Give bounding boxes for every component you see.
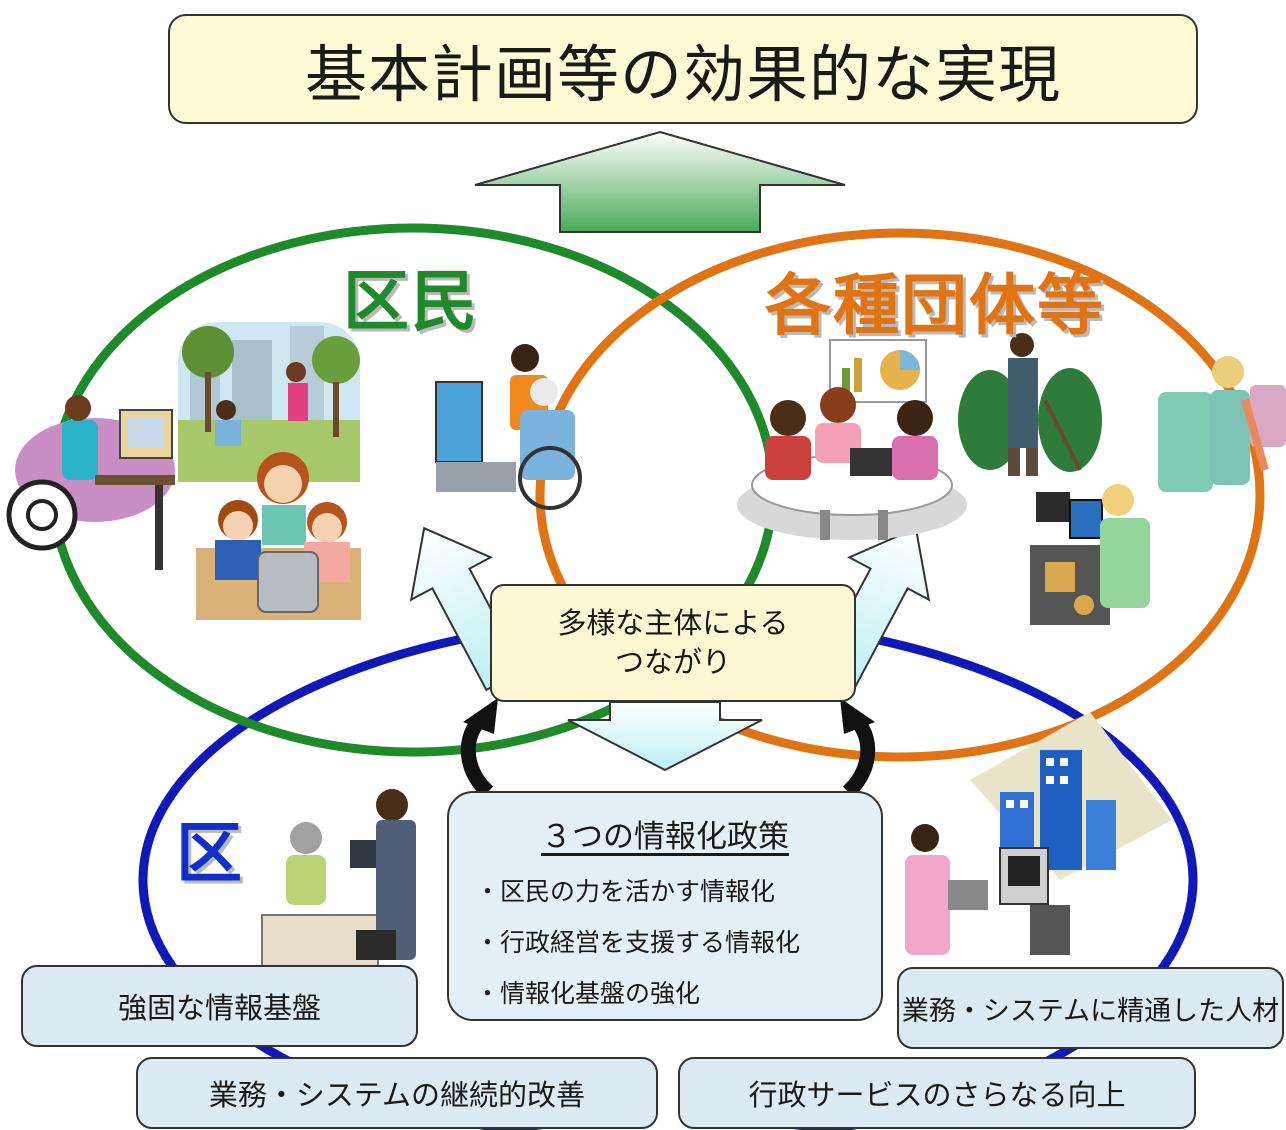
cashier-register-illustration bbox=[1030, 484, 1150, 625]
organizations-label: 各種団体等 bbox=[765, 267, 1105, 344]
goal-title: 基本計画等の効果的な実現 bbox=[168, 14, 1198, 124]
connection-box: 多様な主体による つながり bbox=[490, 584, 856, 702]
robust-infrastructure-box: 強固な情報基盤 bbox=[21, 965, 418, 1047]
children-at-computer-illustration bbox=[196, 452, 361, 620]
continuous-improvement-box: 業務・システムの継続的改善 bbox=[136, 1057, 658, 1129]
organizations-circle bbox=[535, 228, 1265, 762]
office-worker-building-illustration bbox=[905, 712, 1172, 955]
ward-office-counter-illustration bbox=[261, 789, 416, 968]
park-tree-planting-illustration bbox=[178, 322, 360, 482]
wheelchair-computer-user-illustration bbox=[6, 395, 175, 570]
connection-line-2: つながり bbox=[614, 645, 731, 679]
policy-item: 行政経営を支援する情報化 bbox=[475, 917, 881, 968]
curved-arrow-left-icon bbox=[460, 717, 494, 798]
up-arrow-icon bbox=[474, 130, 846, 233]
residents-label: 区民 bbox=[343, 263, 479, 340]
policy-item: 区民の力を活かす情報化 bbox=[475, 866, 881, 917]
senior-wheelchair-computer-illustration bbox=[435, 344, 582, 510]
arrow-down-to-ward-icon bbox=[567, 701, 763, 772]
clothing-shop-clerk-illustration bbox=[1158, 356, 1286, 492]
ward-label: 区 bbox=[176, 815, 244, 892]
farmer-with-plants-illustration bbox=[958, 333, 1102, 476]
curved-arrow-right-icon bbox=[842, 717, 876, 798]
connection-line-1: 多様な主体による bbox=[557, 605, 789, 640]
curved-arrow-left-head-icon bbox=[463, 698, 498, 734]
policy-title: ３つの情報化政策 bbox=[541, 819, 789, 855]
meeting-table-laptop-illustration bbox=[737, 339, 967, 540]
policy-box: ３つの情報化政策 区民の力を活かす情報化 行政経営を支援する情報化 情報化基盤の… bbox=[447, 791, 883, 1021]
service-improvement-box: 行政サービスのさらなる向上 bbox=[678, 1057, 1196, 1129]
policy-item: 情報化基盤の強化 bbox=[475, 968, 881, 1019]
curved-arrow-right-head-icon bbox=[840, 698, 875, 734]
skilled-staff-box: 業務・システムに精通した人材 bbox=[897, 967, 1284, 1049]
policy-list: 区民の力を活かす情報化 行政経営を支援する情報化 情報化基盤の強化 bbox=[449, 866, 881, 1019]
